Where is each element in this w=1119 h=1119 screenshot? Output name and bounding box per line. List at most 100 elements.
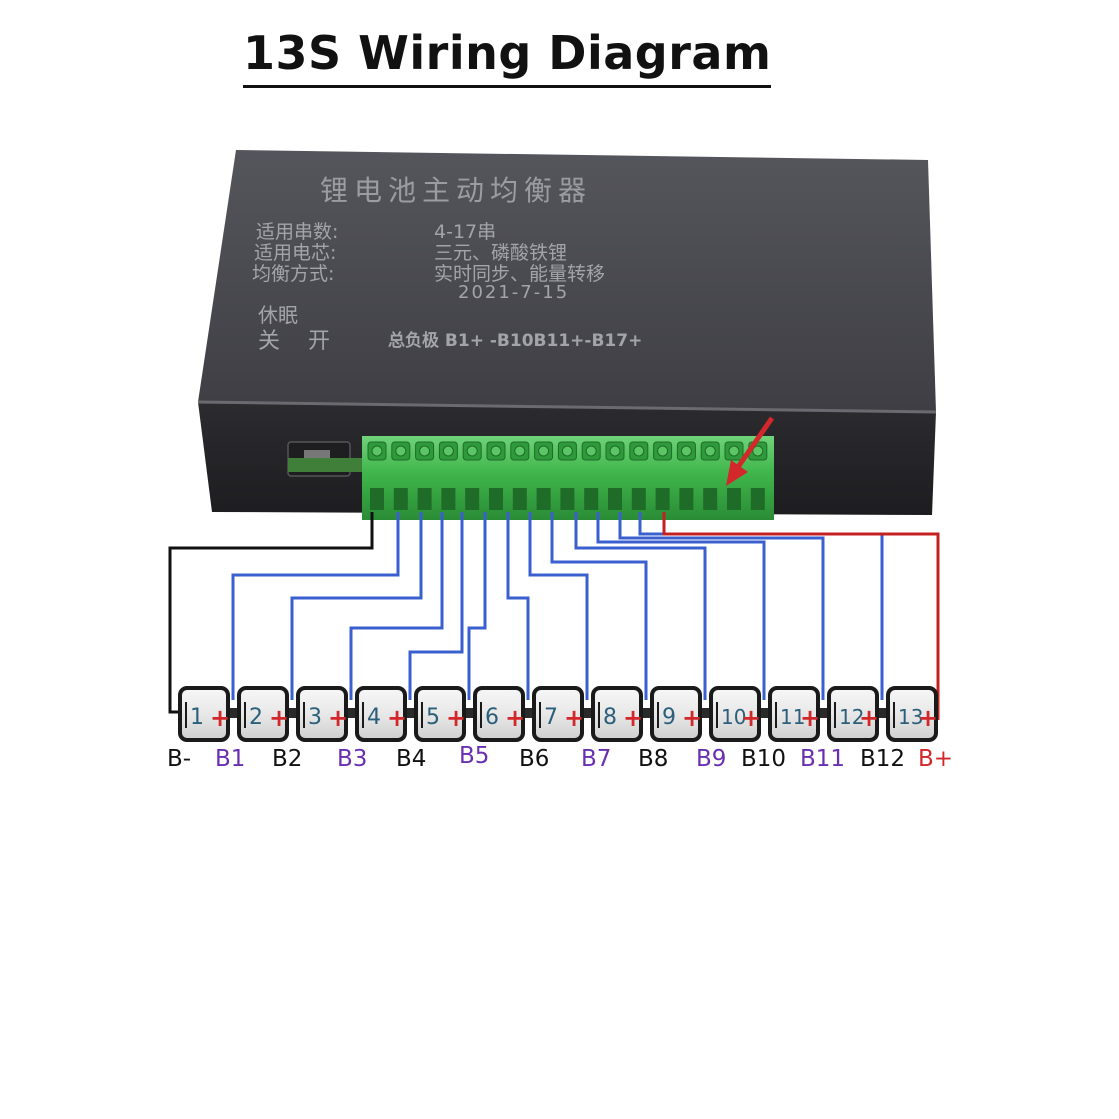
cell-number: 4 [367, 705, 381, 730]
cell-plus-icon: + [446, 704, 466, 732]
terminal-slot [724, 441, 744, 510]
wire-b12 [638, 512, 884, 700]
balance-label: B2 [272, 746, 303, 772]
terminal-slot [605, 441, 625, 510]
cell-number: 8 [603, 705, 617, 730]
cell-plus-icon: + [564, 704, 584, 732]
cell-number: 10 [721, 705, 746, 729]
device-spec-label-2: 均衡方式: [252, 263, 334, 285]
balance-label: B10 [741, 746, 787, 772]
balance-label: B12 [860, 746, 906, 772]
device-switch-on-label: 开 [308, 329, 330, 354]
battery-cell: 9+ [650, 686, 711, 742]
battery-cell: 7+ [532, 686, 593, 742]
pcb-edge [288, 458, 364, 472]
terminal-slot [415, 441, 435, 510]
wire-b2 [290, 512, 423, 700]
battery-cell: 2+ [237, 686, 298, 742]
device-spec-value-0: 4-17串 [434, 221, 496, 243]
balance-label: B9 [696, 746, 727, 772]
cell-plus-icon: + [210, 704, 230, 732]
device-edge-highlight [197, 400, 937, 414]
wire-b1 [231, 512, 400, 700]
device-heading: 锂电池主动均衡器 [320, 174, 592, 207]
cell-plus-icon: + [505, 704, 525, 732]
wire-b-plus [662, 512, 940, 720]
terminal-slot [653, 441, 673, 510]
terminal-slot [367, 441, 387, 510]
cell-plus-icon: + [859, 704, 879, 732]
device-spec-label-0: 适用串数: [256, 221, 338, 243]
cell-plus-icon: + [800, 704, 820, 732]
device-switch-off-label: 关 [258, 329, 280, 354]
wire-b7 [528, 512, 589, 700]
cell-number: 7 [544, 705, 558, 730]
cell-number: 13 [898, 705, 923, 729]
terminal-slot [581, 441, 601, 510]
terminal-slot [462, 441, 482, 510]
device-spec-value-2: 实时同步、能量转移 [434, 263, 605, 285]
cell-number: 2 [249, 705, 263, 730]
wire-b9 [574, 512, 707, 700]
device-spec-value-1: 三元、磷酸铁锂 [434, 242, 567, 264]
battery-cell: 4+ [355, 686, 416, 742]
cell-plus-icon: + [623, 704, 643, 732]
battery-cell: 10+ [709, 686, 770, 742]
terminal-slot [557, 441, 577, 510]
wire-b-minus [168, 512, 374, 714]
cell-plus-icon: + [269, 704, 289, 732]
balance-label: B8 [638, 746, 669, 772]
terminal-slot [629, 441, 649, 510]
wire-b10 [596, 512, 766, 700]
wires [168, 512, 940, 720]
balance-label: B- [167, 746, 192, 772]
wire-b6 [506, 512, 530, 700]
cell-number: 11 [780, 705, 805, 729]
cell-plus-icon: + [387, 704, 407, 732]
terminal-slot [700, 441, 720, 510]
device-spec-label-1: 适用电芯: [254, 242, 336, 264]
battery-cell: 1+ [178, 686, 239, 742]
cell-number: 9 [662, 705, 676, 730]
wire-b8 [550, 512, 648, 700]
balance-label: B11 [800, 746, 846, 772]
red-arrow-icon [726, 416, 775, 486]
cell-number: 5 [426, 705, 440, 730]
balance-label: B5 [459, 743, 490, 769]
cell-number: 12 [839, 705, 864, 729]
balance-label: B3 [337, 746, 368, 772]
cell-plus-icon: + [918, 704, 938, 732]
wire-b5 [467, 512, 487, 700]
terminal-slot [534, 441, 554, 510]
wire-b4 [408, 512, 464, 700]
battery-cell: 8+ [591, 686, 652, 742]
cell-number: 3 [308, 705, 322, 730]
terminal-slot [510, 441, 530, 510]
diagram-title: 13S Wiring Diagram [243, 26, 772, 89]
device-date: 2021-7-15 [458, 282, 569, 303]
battery-cell: 12+ [827, 686, 888, 742]
terminal-slot [391, 441, 411, 510]
balance-label: B+ [918, 746, 954, 772]
battery-cell: 11+ [768, 686, 829, 742]
cell-number: 6 [485, 705, 499, 730]
battery-cells: 1+2+3+4+5+6+7+8+9+10+11+12+13+ [178, 686, 938, 742]
terminal-slot [486, 441, 506, 510]
battery-cell: 6+ [473, 686, 534, 742]
cell-plus-icon: + [741, 704, 761, 732]
terminal-block [362, 436, 774, 520]
balance-label: B1 [215, 746, 246, 772]
balance-label: B6 [519, 746, 550, 772]
device-top-face [198, 150, 936, 412]
device-terminal-label: 总负极 B1+ -B10B11+-B17+ [388, 330, 642, 351]
cell-plus-icon: + [328, 704, 348, 732]
balance-label: B7 [581, 746, 612, 772]
battery-cell: 3+ [296, 686, 357, 742]
balance-label: B4 [396, 746, 427, 772]
cell-plus-icon: + [682, 704, 702, 732]
terminal-slot [438, 441, 458, 510]
battery-cell: 5+ [414, 686, 475, 742]
terminal-slots [367, 441, 768, 510]
battery-cell: 13+ [886, 686, 938, 742]
